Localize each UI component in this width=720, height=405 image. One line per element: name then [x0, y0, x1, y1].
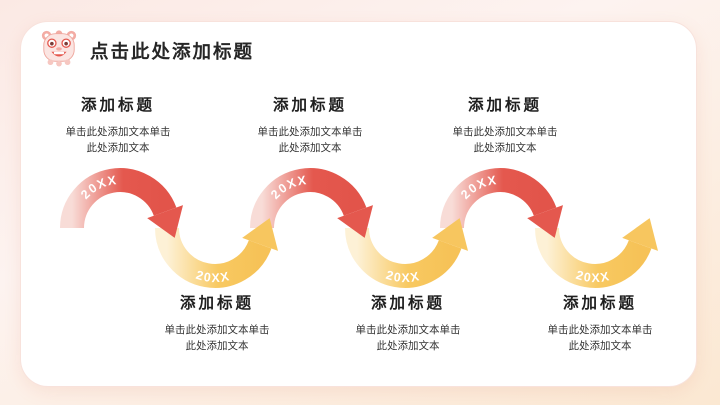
arc-red-3: [440, 168, 557, 229]
arc-yellow-2: [345, 227, 462, 288]
section-heading: 添加标题: [179, 295, 254, 312]
section-body: 单击此处添加文本单击此处添加文本: [355, 324, 461, 352]
section-body: 单击此处添加文本单击此处添加文本: [164, 324, 270, 352]
section-body: 单击此处添加文本单击此处添加文本: [257, 126, 363, 154]
arc-yellow-1: [155, 227, 272, 288]
section-body: 单击此处添加文本单击此处添加文本: [452, 126, 558, 154]
timeline-top-section-1: 添加标题 单击此处添加文本单击此处添加文本: [33, 93, 203, 157]
arc-red-2: [250, 168, 367, 229]
timeline-top-section-2: 添加标题 单击此处添加文本单击此处添加文本: [225, 93, 395, 157]
timeline-bottom-section-1: 添加标题 单击此处添加文本单击此处添加文本: [132, 291, 302, 355]
arrowhead-yellow-2: [432, 218, 468, 251]
lion-dance-head-icon: [41, 30, 77, 67]
timeline-bottom-section-3: 添加标题 单击此处添加文本单击此处添加文本: [515, 291, 685, 355]
page-title: 点击此处添加标题: [90, 41, 255, 62]
section-heading: 添加标题: [370, 295, 445, 312]
section-body: 单击此处添加文本单击此处添加文本: [547, 324, 653, 352]
arrowhead-red-1: [147, 205, 183, 238]
section-heading: 添加标题: [272, 97, 347, 114]
arrowhead-red-2: [337, 205, 373, 238]
section-heading: 添加标题: [562, 295, 637, 312]
arrowhead-red-3: [527, 205, 563, 238]
arc-yellow-3: [535, 227, 652, 288]
timeline-bottom-section-2: 添加标题 单击此处添加文本单击此处添加文本: [323, 291, 493, 355]
arrowhead-yellow-3: [622, 218, 658, 251]
arc-red-1: [60, 168, 177, 229]
section-heading: 添加标题: [80, 97, 155, 114]
arrowhead-yellow-1: [242, 218, 278, 251]
section-body: 单击此处添加文本单击此处添加文本: [65, 126, 171, 154]
timeline-top-section-3: 添加标题 单击此处添加文本单击此处添加文本: [420, 93, 590, 157]
timeline-wave: 20XX 20XX 20XX 20XX 20XX 20XX: [60, 168, 658, 288]
section-heading: 添加标题: [467, 97, 542, 114]
